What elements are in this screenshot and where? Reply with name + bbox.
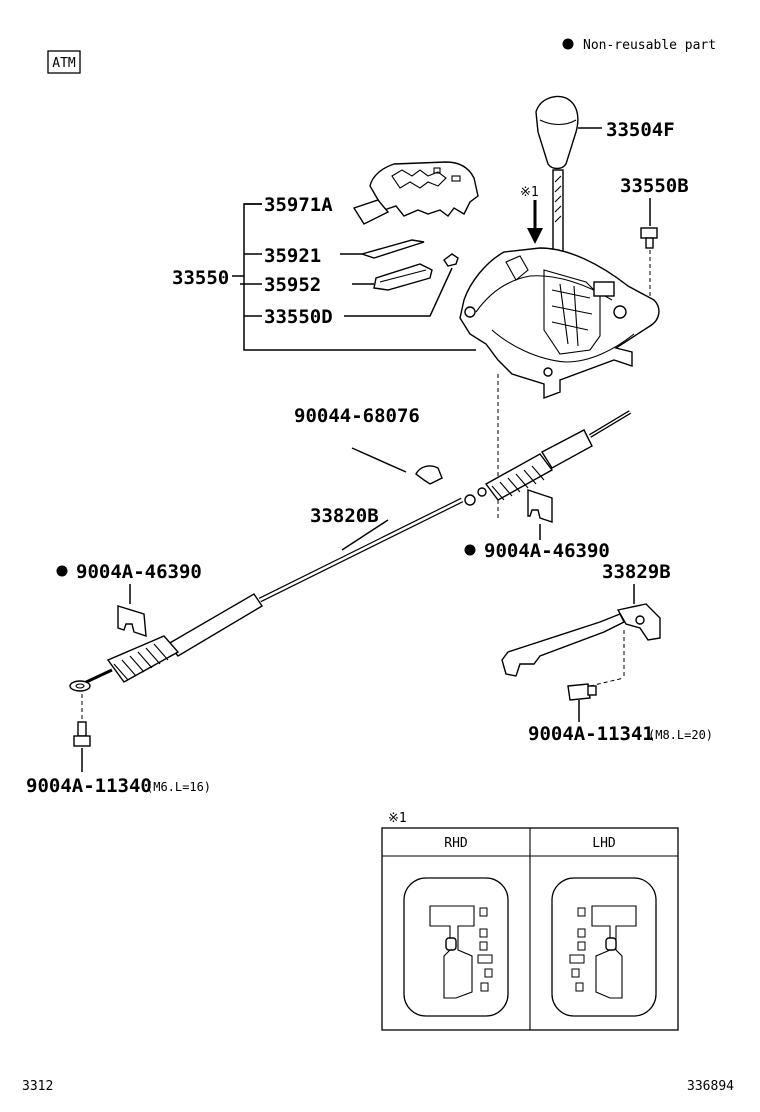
control-cable-33820B: [69, 410, 632, 692]
assembly-bracket-33550: [232, 203, 476, 351]
label-35921: 35921: [264, 245, 321, 267]
legend: Non-reusable part: [562, 38, 716, 53]
inset-mark: ※1: [388, 811, 407, 826]
note-mark-1: ※1: [520, 185, 539, 200]
label-33550: 33550: [172, 267, 229, 289]
gate-lhd: [551, 877, 657, 1017]
spec-9004A-11341: (M8.L=20): [648, 728, 713, 742]
lock-plate-9004A-46390-right: [527, 489, 553, 540]
footer-right: 336894: [687, 1079, 734, 1094]
pin-33550D: [344, 253, 459, 317]
shift-lever-assembly: [459, 247, 660, 400]
inset-col-lhd: LHD: [592, 836, 616, 851]
footer-left: 3312: [22, 1079, 53, 1094]
plate-35921: [340, 239, 425, 259]
legend-text: Non-reusable part: [583, 38, 716, 53]
spec-9004A-11340: (M6.L=16): [146, 780, 211, 794]
non-reusable-bullet-right-icon: [464, 544, 476, 556]
atm-badge: ATM: [47, 50, 81, 74]
label-35952: 35952: [264, 274, 321, 296]
label-35971A: 35971A: [264, 194, 333, 216]
inset-col-rhd: RHD: [444, 836, 468, 851]
label-9004A-11340: 9004A-11340: [26, 775, 152, 797]
label-90044-68076: 90044-68076: [294, 405, 420, 427]
shift-knob-33504F: [535, 95, 602, 170]
indicator-cover-35971A: [352, 161, 479, 225]
label-9004A-11341: 9004A-11341: [528, 723, 654, 745]
label-33820B: 33820B: [310, 505, 379, 527]
label-9004A-46390-left: 9004A-46390: [76, 561, 202, 583]
non-reusable-bullet-icon: [562, 38, 574, 50]
note-arrow-icon: [527, 200, 543, 244]
label-9004A-46390-right: 9004A-46390: [484, 540, 610, 562]
label-33550D: 33550D: [264, 306, 333, 328]
cable-bracket-33829B: [501, 584, 661, 687]
bolt-33550B: [640, 198, 658, 304]
label-33550B: 33550B: [620, 175, 689, 197]
gate-rhd: [403, 877, 509, 1017]
clip-90044-68076: [351, 447, 443, 485]
label-33829B: 33829B: [602, 561, 671, 583]
atm-badge-text: ATM: [52, 56, 76, 71]
slide-35952: [352, 263, 433, 291]
non-reusable-bullet-left-icon: [56, 565, 68, 577]
bolt-9004A-11340: [73, 694, 91, 772]
bolt-9004A-11341: [567, 683, 597, 722]
label-33504F: 33504F: [606, 119, 675, 141]
lock-plate-9004A-46390-left: [117, 584, 147, 638]
